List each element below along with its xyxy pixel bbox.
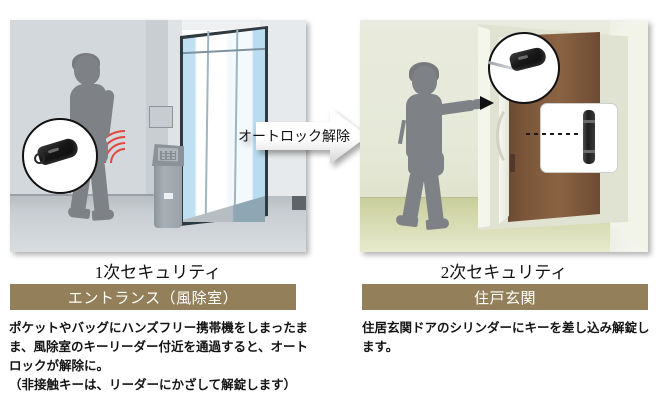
door-handle-cylinder-inset: [540, 103, 618, 173]
door-jamb: [478, 26, 490, 228]
primary-security-description: ポケットやバッグにハンズフリー携帯機をしまったまま、風除室のキーリーダー付近を通…: [9, 320, 309, 393]
intercom-panel: [149, 106, 306, 210]
automatic-glass-door: [183, 29, 265, 221]
pointer-arrow-icon: [480, 96, 494, 110]
handle-detail: [583, 150, 595, 153]
dwelling-location-bar: 住戸玄関: [362, 284, 648, 310]
insert-key-dotted-line: [526, 133, 582, 135]
entrance-location-label: エントランス（風除室）: [67, 290, 239, 307]
auto-lock-release-arrow: オートロック解除: [238, 108, 368, 164]
auto-lock-release-label: オートロック解除: [238, 130, 350, 145]
key-reader-slot: [164, 193, 173, 199]
person-shoe: [91, 209, 115, 221]
person-torso: [406, 94, 442, 158]
keypad-buttons: [160, 151, 176, 160]
handle-detail: [583, 120, 595, 123]
dwelling-entrance-illustration: [360, 20, 648, 252]
door-swing-arc: [496, 104, 532, 168]
entrance-location-bar: エントランス（風除室）: [10, 284, 296, 310]
door-handle-icon: [583, 110, 595, 164]
secondary-security-description: 住居玄関ドアのシリンダーにキーを差し込み解錠します。: [362, 320, 650, 355]
intercom-screen: [292, 196, 306, 210]
dwelling-location-label: 住戸玄関: [473, 290, 536, 307]
secondary-security-title: 2次セキュリティ: [440, 262, 568, 282]
primary-security-title: 1次セキュリティ: [94, 262, 222, 282]
